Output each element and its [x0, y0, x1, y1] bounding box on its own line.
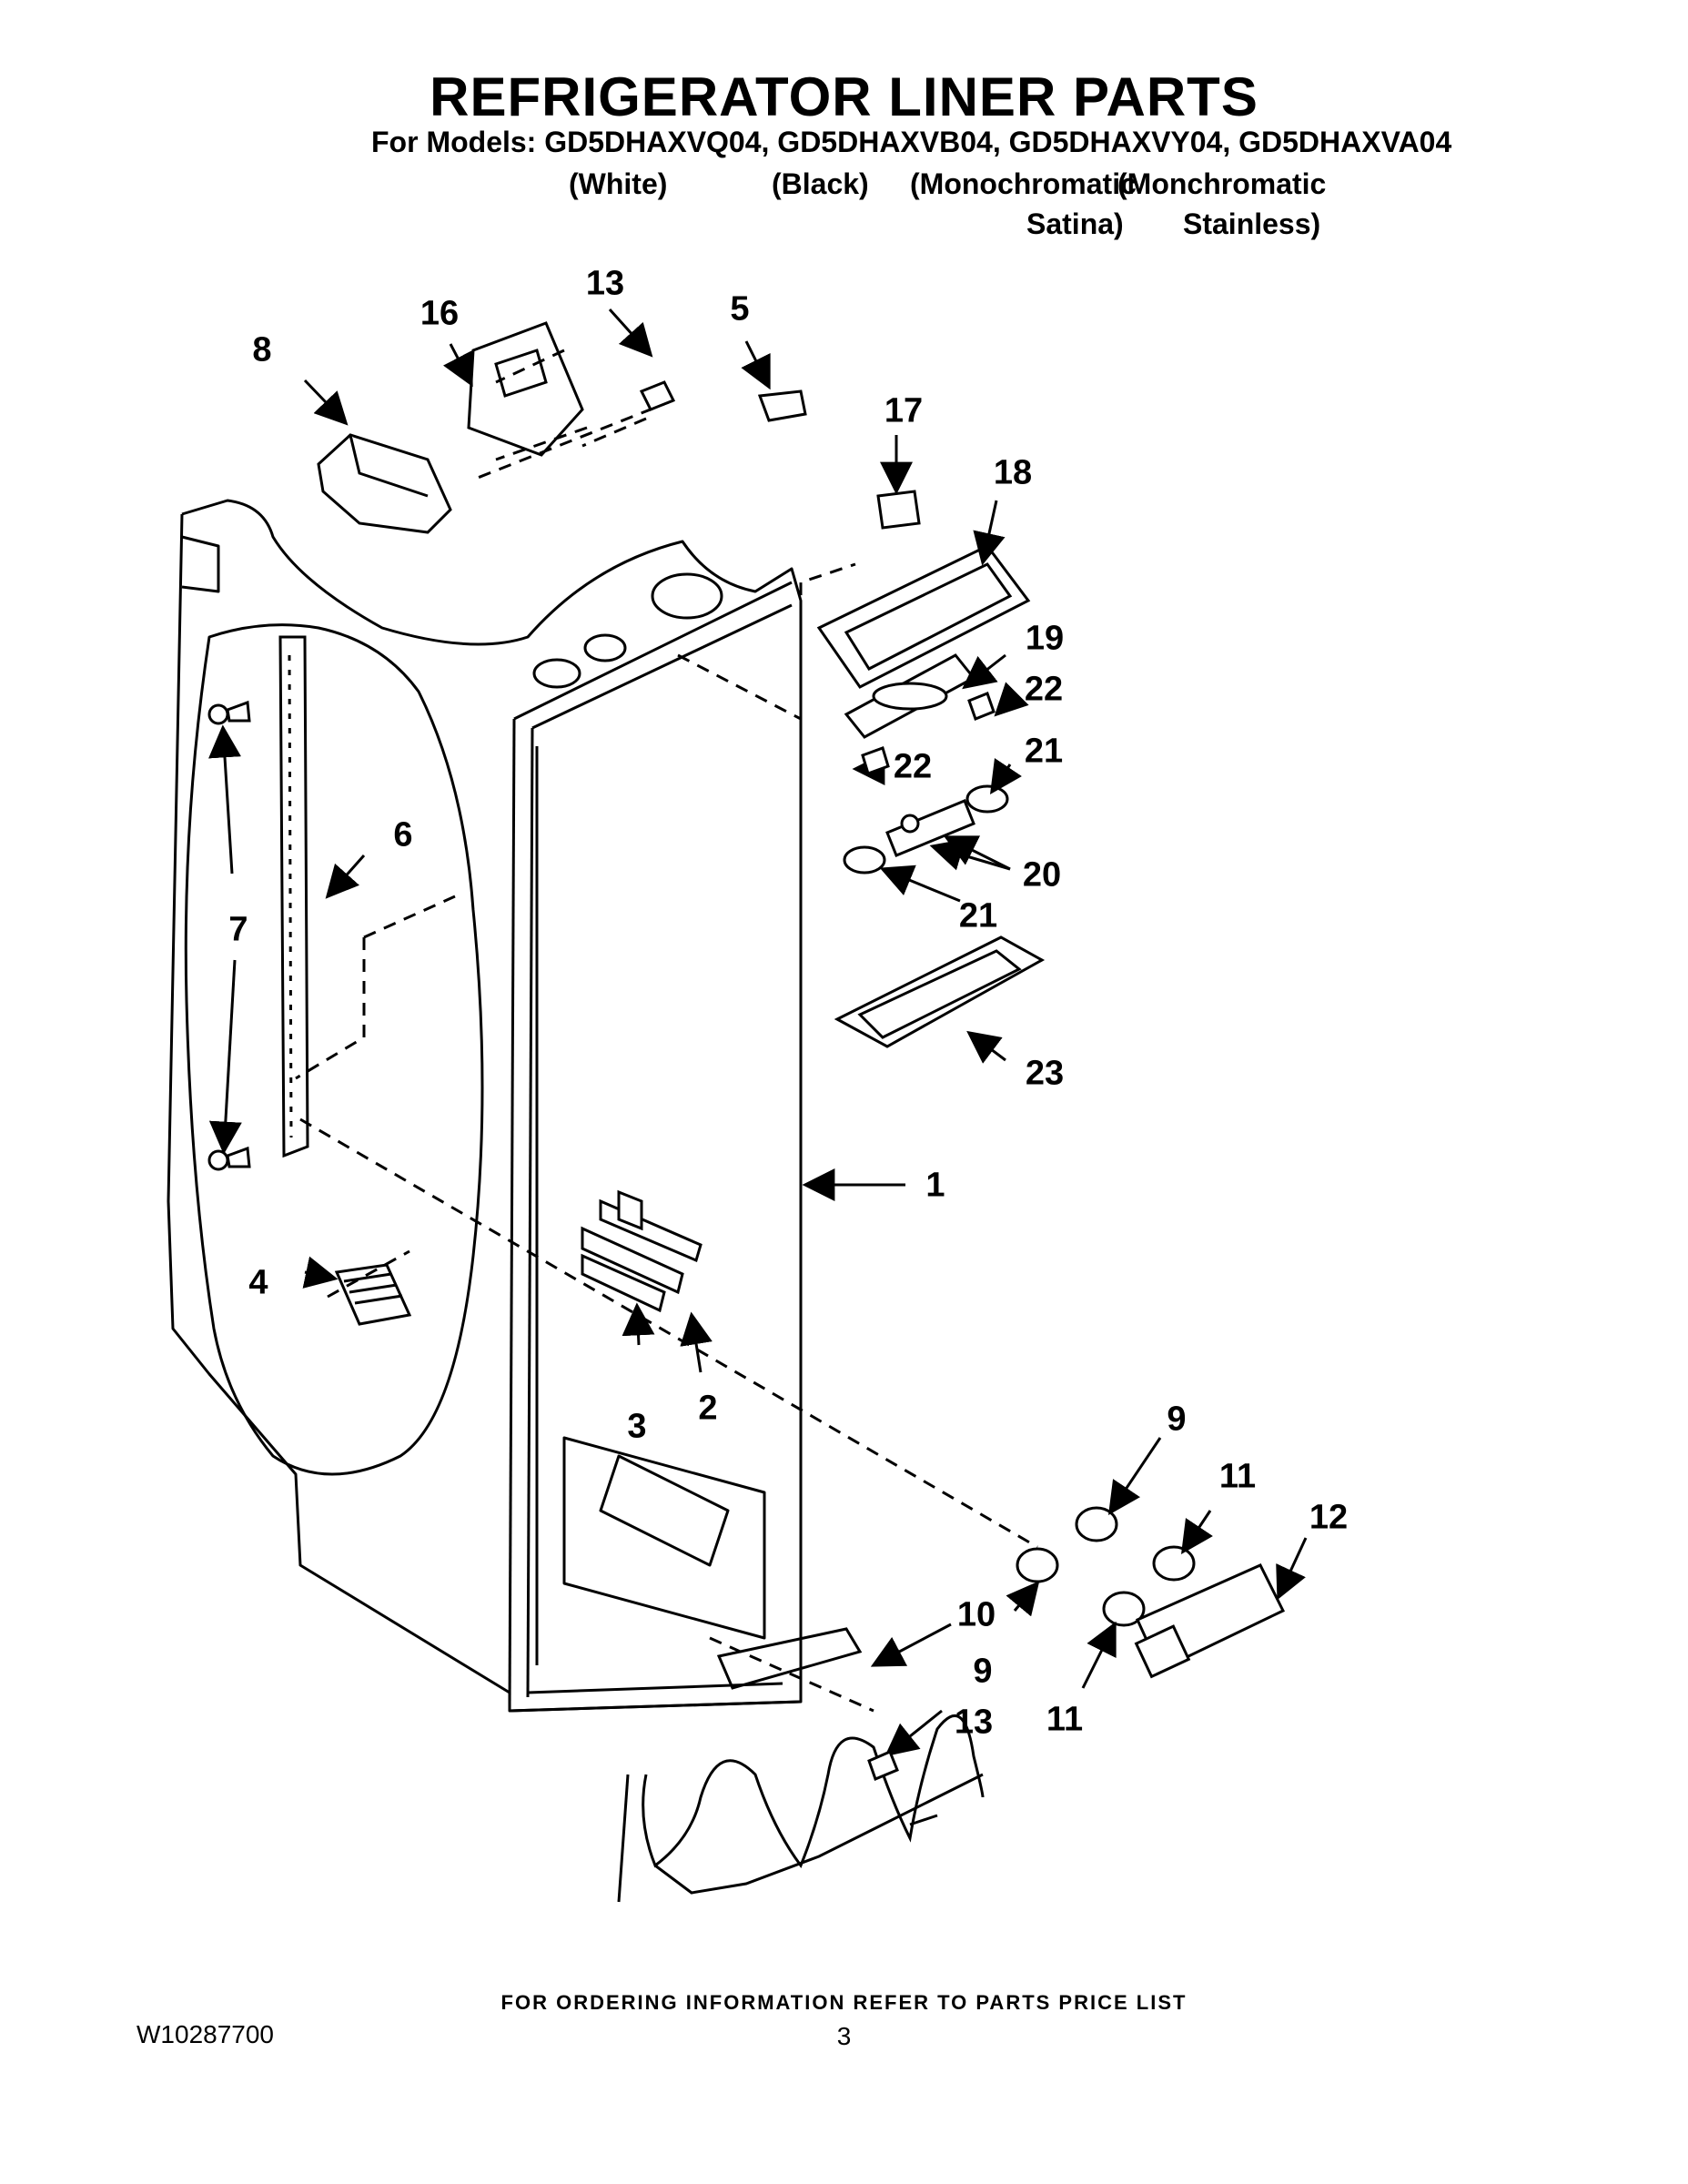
- callout-13-top: 13: [585, 264, 625, 303]
- models-line: For Models: GD5DHAXVQ04, GD5DHAXVB04, GD…: [371, 126, 1452, 158]
- lamp-parts: [1016, 1506, 1286, 1679]
- callout-1: 1: [925, 1166, 945, 1205]
- light-shield-23: [834, 935, 1046, 1048]
- callout-19: 19: [1025, 619, 1065, 658]
- screw-parts: [207, 700, 251, 1171]
- callout-23: 23: [1025, 1054, 1065, 1093]
- callout-12: 12: [1309, 1498, 1349, 1537]
- light-housing-18: [816, 544, 1031, 689]
- callout-7: 7: [228, 910, 248, 949]
- callout-17: 17: [884, 391, 924, 430]
- variant-mono-stainless-line1: (Monchromatic: [1117, 167, 1327, 200]
- rail-part: [278, 635, 309, 1158]
- variant-mono-satina-line2: Satina): [1026, 207, 1124, 240]
- callout-20: 20: [1022, 855, 1062, 895]
- vent-part: [334, 1263, 412, 1326]
- callout-22-right: 22: [1024, 670, 1064, 709]
- bracket-parts: [581, 1189, 702, 1313]
- callout-3: 3: [627, 1407, 647, 1446]
- callout-6: 6: [393, 815, 413, 854]
- page-number: 3: [836, 2022, 852, 2050]
- callout-8: 8: [252, 330, 272, 369]
- alignment-lines: [295, 349, 1038, 1713]
- callout-21-top: 21: [1024, 732, 1064, 771]
- callout-9-bottom: 9: [973, 1652, 993, 1691]
- callout-22-left: 22: [893, 747, 933, 786]
- callout-4: 4: [248, 1263, 268, 1302]
- variant-mono-stainless-line2: Stainless): [1183, 207, 1321, 240]
- control-housing: [317, 433, 452, 534]
- ordering-note: FOR ORDERING INFORMATION REFER TO PARTS …: [500, 1991, 1188, 2014]
- variant-black: (Black): [772, 167, 869, 200]
- document-id: W10287700: [136, 2020, 275, 2048]
- variant-mono-satina-line1: (Monochromatic: [910, 167, 1137, 200]
- callout-18: 18: [993, 453, 1033, 492]
- page-title: REFRIGERATOR LINER PARTS: [430, 66, 1258, 127]
- callout-13-bottom: 13: [954, 1703, 994, 1742]
- callout-9-top: 9: [1167, 1400, 1187, 1439]
- callout-16: 16: [419, 294, 460, 333]
- callout-11-bottom: 11: [1046, 1700, 1084, 1739]
- variant-white: (White): [569, 167, 668, 200]
- leader-arrows: [208, 308, 1308, 1757]
- liner-cabinet: [167, 499, 803, 1713]
- heater-coil-10: [617, 1627, 985, 1903]
- clip-parts: [757, 389, 921, 530]
- callout-2: 2: [698, 1389, 718, 1428]
- callout-21-bottom: 21: [958, 896, 998, 935]
- callout-11-top: 11: [1218, 1457, 1257, 1496]
- socket-bulbs: [843, 784, 1009, 875]
- callout-10: 10: [956, 1595, 996, 1634]
- small-screws: [639, 380, 996, 1781]
- callout-5: 5: [730, 289, 750, 329]
